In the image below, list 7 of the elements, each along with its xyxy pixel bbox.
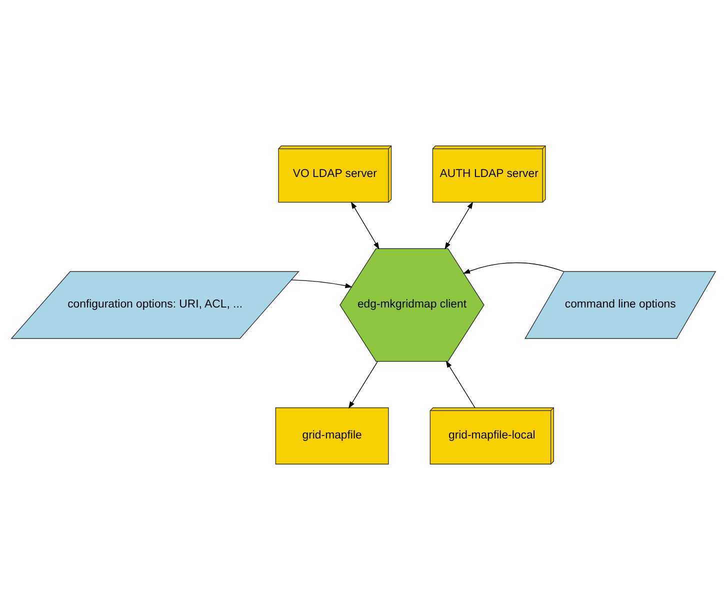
arrow (444, 201, 474, 249)
arrow (446, 360, 476, 408)
arrow (348, 360, 378, 408)
arrow (290, 279, 352, 288)
arrow (462, 262, 564, 274)
node-box: grid-mapfile (275, 406, 389, 464)
arrow (350, 201, 380, 249)
